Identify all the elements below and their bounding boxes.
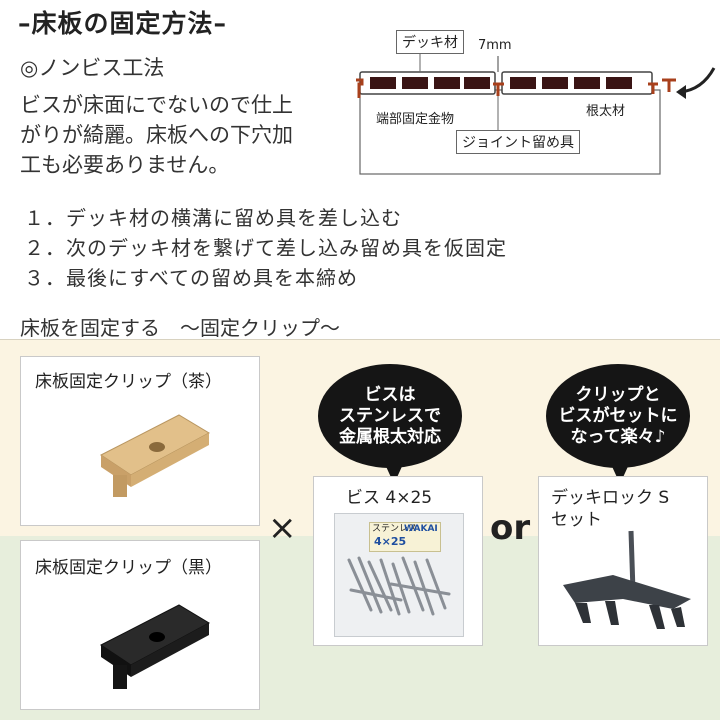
package-text-line-1: ステンレス: [372, 524, 418, 534]
diagram-graphic: [356, 48, 716, 175]
decklock-label-line-2: セット: [551, 510, 602, 530]
screw-package-image: ステンレス WAKAI 4×25: [334, 513, 464, 637]
screw-bubble-line-2: ステンレスで: [339, 405, 441, 426]
package-size: 4×25: [374, 535, 407, 548]
deck-material-label: デッキ材: [396, 30, 464, 54]
decklock-feature-bubble: クリップと ビスがセットに なって楽々♪: [546, 364, 690, 468]
package-brand: WAKAI: [404, 524, 438, 534]
decklock-card: デッキロック S セット: [538, 476, 708, 646]
decklock-image: [563, 530, 691, 629]
decklock-label-line-1: デッキロック S: [551, 488, 670, 508]
step-3: ３．最後にすべての留め具を本締め: [24, 266, 358, 290]
step-2: ２．次のデッキ材を繋げて差し込み留め具を仮固定: [24, 236, 507, 260]
page-title: –床板の固定方法–: [18, 9, 228, 38]
clip-black-card: 床板固定クリップ（黒）: [20, 540, 260, 710]
step-1: １．デッキ材の横溝に留め具を差し込む: [24, 206, 402, 230]
clip-black-image: [100, 604, 211, 689]
decklock-bubble-line-2: ビスがセットに: [558, 405, 678, 426]
decklock-bubble-line-1: クリップと: [575, 384, 661, 405]
method-subtitle: ◎ノンビス工法: [20, 56, 165, 80]
or-label: or: [490, 508, 531, 548]
screws-image: [347, 556, 451, 616]
description-line-1: ビスが床面にでないので仕上: [20, 93, 293, 117]
screw-card: ビス 4×25 ステンレス WAKAI 4×25: [313, 476, 483, 646]
times-symbol: ×: [268, 508, 297, 548]
clip-brown-image: [100, 414, 211, 497]
screw-feature-bubble: ビスは ステンレスで 金属根太対応: [318, 364, 462, 468]
end-fitting-label: 端部固定金物: [376, 112, 455, 127]
screw-bubble-line-1: ビスは: [364, 384, 416, 405]
installation-diagram: デッキ材 7mm 端部固定金物 根太材 ジョイント留め具: [350, 28, 720, 178]
decklock-bubble-line-3: なって楽々♪: [570, 426, 666, 447]
section-divider: [0, 339, 720, 340]
section-title: 床板を固定する ～固定クリップ～: [20, 316, 340, 340]
description-line-2: がりが綺麗。床板への下穴加: [20, 123, 293, 147]
joint-fastener-label: ジョイント留め具: [456, 130, 580, 154]
screw-bubble-line-3: 金属根太対応: [339, 426, 441, 447]
screw-label: ビス 4×25: [346, 488, 433, 508]
clip-brown-label: 床板固定クリップ（茶）: [35, 372, 222, 392]
description-line-3: 工も必要ありません。: [20, 153, 230, 177]
gap-size-label: 7mm: [478, 38, 512, 53]
clip-brown-card: 床板固定クリップ（茶）: [20, 356, 260, 526]
joist-label: 根太材: [586, 104, 626, 119]
clip-black-label: 床板固定クリップ（黒）: [35, 558, 222, 578]
package-label: ステンレス WAKAI 4×25: [369, 522, 441, 552]
